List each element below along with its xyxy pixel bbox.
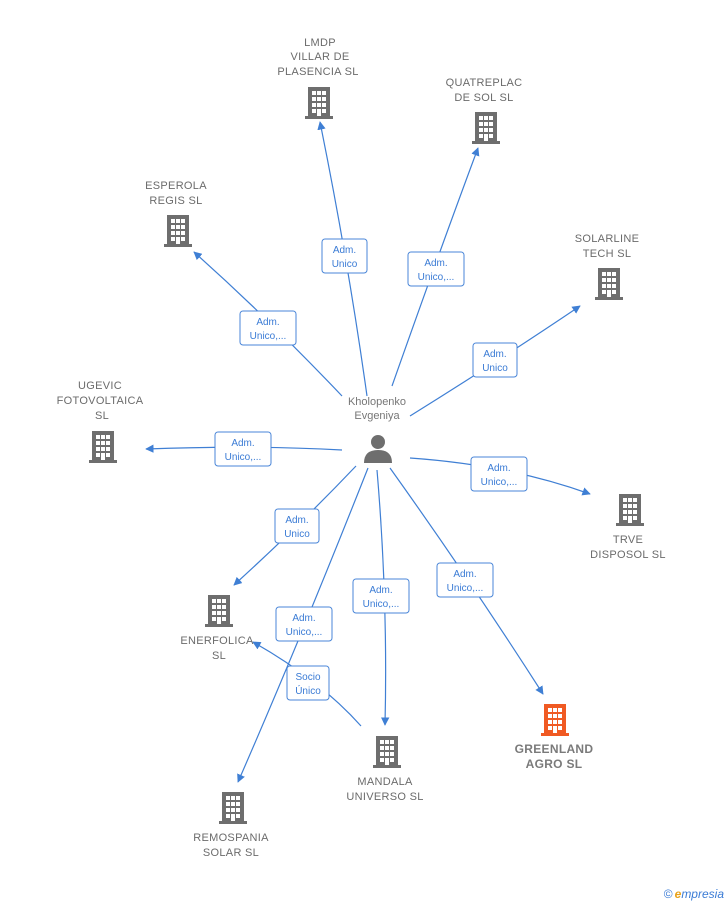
building-icon (541, 704, 569, 736)
edge-label-quatreplac[interactable]: Adm. Unico,... (407, 251, 465, 287)
edge-label-remospania[interactable]: Adm. Unico,... (275, 606, 333, 642)
company-lmdp[interactable]: LMDP VILLAR DE PLASENCIA SL (277, 37, 358, 119)
svg-text:QUATREPLAC: QUATREPLAC (446, 77, 523, 89)
svg-text:Unico: Unico (332, 259, 358, 270)
svg-text:Adm.: Adm. (453, 569, 476, 580)
company-remospania[interactable]: REMOSPANIA SOLAR SL (193, 792, 269, 859)
svg-text:Adm.: Adm. (292, 613, 315, 624)
svg-text:Unico: Unico (482, 363, 508, 374)
svg-text:Adm.: Adm. (256, 317, 279, 328)
edge-label-esperola[interactable]: Adm. Unico,... (239, 310, 297, 346)
svg-text:ENERFOLICA: ENERFOLICA (180, 635, 254, 647)
svg-text:Unico,...: Unico,... (286, 627, 323, 638)
svg-text:Unico,...: Unico,... (481, 477, 518, 488)
svg-text:UNIVERSO SL: UNIVERSO SL (346, 791, 423, 803)
svg-text:REMOSPANIA: REMOSPANIA (193, 832, 269, 844)
company-trve[interactable]: TRVE DISPOSOL SL (590, 494, 666, 561)
edges (145, 121, 591, 783)
edge-label-trve[interactable]: Adm. Unico,... (470, 456, 528, 492)
person-icon (364, 435, 392, 463)
svg-text:Unico,...: Unico,... (447, 583, 484, 594)
building-icon (219, 792, 247, 824)
company-esperola[interactable]: ESPEROLA REGIS SL (145, 180, 207, 247)
svg-text:Único: Único (295, 684, 321, 697)
copyright-icon: © (663, 887, 673, 901)
svg-text:Adm.: Adm. (231, 438, 254, 449)
svg-text:PLASENCIA SL: PLASENCIA SL (277, 66, 358, 78)
company-quatreplac[interactable]: QUATREPLAC DE SOL SL (446, 77, 523, 144)
svg-text:UGEVIC: UGEVIC (78, 380, 122, 392)
svg-text:LMDP: LMDP (304, 37, 336, 49)
building-icon (616, 494, 644, 526)
svg-text:Unico,...: Unico,... (363, 599, 400, 610)
edge-label-solarline[interactable]: Adm. Unico (472, 342, 518, 378)
svg-text:Adm.: Adm. (424, 258, 447, 269)
brand-logo-text: mpresia (681, 887, 724, 901)
center-person-node[interactable]: Kholopenko Evgeniya (348, 396, 406, 463)
edge-label-lmdp[interactable]: Adm. Unico (321, 238, 368, 274)
svg-text:REGIS SL: REGIS SL (149, 195, 202, 207)
svg-text:TECH SL: TECH SL (583, 248, 632, 260)
svg-text:Unico,...: Unico,... (225, 452, 262, 463)
building-icon (595, 268, 623, 300)
person-name-line2: Evgeniya (354, 410, 400, 422)
edge-label-greenland[interactable]: Adm. Unico,... (436, 562, 494, 598)
building-icon (205, 595, 233, 627)
svg-text:MANDALA: MANDALA (357, 776, 413, 788)
svg-text:Adm.: Adm. (285, 515, 308, 526)
brand-logo-e: e (674, 887, 682, 901)
svg-text:Adm.: Adm. (333, 245, 356, 256)
svg-text:SL: SL (212, 650, 226, 662)
person-name-line1: Kholopenko (348, 396, 406, 408)
svg-text:FOTOVOLTAICA: FOTOVOLTAICA (57, 395, 144, 407)
edge-label-mandala[interactable]: Adm. Unico,... (352, 578, 410, 614)
svg-text:DE SOL SL: DE SOL SL (454, 92, 513, 104)
building-icon (373, 736, 401, 768)
company-ugevic[interactable]: UGEVIC FOTOVOLTAICA SL (57, 380, 144, 463)
svg-text:Adm.: Adm. (369, 585, 392, 596)
company-solarline[interactable]: SOLARLINE TECH SL (575, 233, 639, 300)
edge-labels: Adm. Unico Adm. Unico,... Adm. Unico,...… (214, 238, 528, 701)
company-enerfolica[interactable]: ENERFOLICA SL (180, 595, 254, 662)
svg-text:AGRO SL: AGRO SL (526, 757, 583, 771)
svg-text:Unico: Unico (284, 529, 310, 540)
building-icon (89, 431, 117, 463)
building-icon (305, 87, 333, 119)
svg-text:Unico,...: Unico,... (250, 331, 287, 342)
svg-text:Adm.: Adm. (483, 349, 506, 360)
svg-text:SL: SL (95, 410, 109, 422)
svg-text:GREENLAND: GREENLAND (515, 742, 594, 756)
building-icon (164, 215, 192, 247)
svg-text:DISPOSOL SL: DISPOSOL SL (590, 549, 666, 561)
building-icon (472, 112, 500, 144)
edge-label-mandala-enerfolica[interactable]: Socio Único (286, 665, 330, 701)
svg-text:Adm.: Adm. (487, 463, 510, 474)
svg-text:VILLAR DE: VILLAR DE (291, 51, 350, 63)
brand-watermark: ©empresia (664, 887, 724, 901)
company-mandala[interactable]: MANDALA UNIVERSO SL (346, 736, 423, 803)
svg-text:TRVE: TRVE (613, 534, 643, 546)
company-greenland[interactable]: GREENLAND AGRO SL (515, 704, 594, 771)
edge-label-enerfolica[interactable]: Adm. Unico (274, 508, 320, 544)
svg-text:Socio: Socio (295, 672, 320, 683)
svg-text:ESPEROLA: ESPEROLA (145, 180, 207, 192)
svg-text:Unico,...: Unico,... (418, 272, 455, 283)
edge-label-ugevic[interactable]: Adm. Unico,... (214, 431, 272, 467)
svg-text:SOLAR SL: SOLAR SL (203, 847, 259, 859)
svg-text:SOLARLINE: SOLARLINE (575, 233, 639, 245)
